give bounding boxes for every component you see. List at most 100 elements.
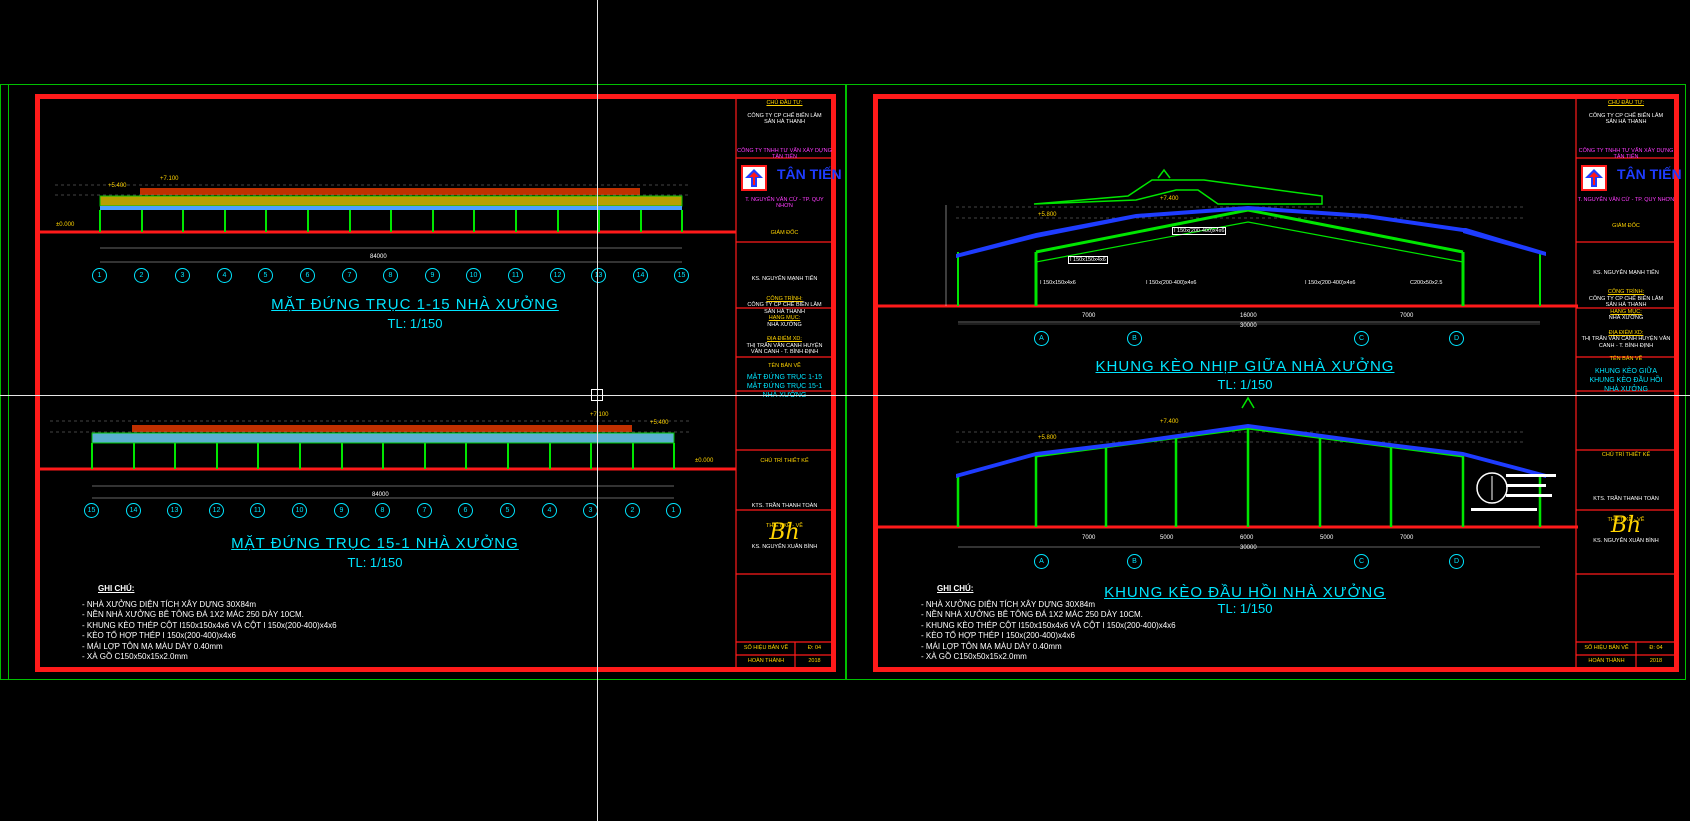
axis-bubble: 7 xyxy=(342,268,357,283)
note-line: - MÁI LỢP TÔN MẠ MÀU DÀY 0.40mm xyxy=(82,641,223,651)
axis-bubble: 1 xyxy=(92,268,107,283)
note-line: - KÈO TỔ HỢP THÉP I 150x(200-400)x4x6 xyxy=(82,631,236,640)
sheet-no: Đ: 04 xyxy=(807,645,822,651)
elevation-bottom-title: MẶT ĐỨNG TRỤC 15-1 NHÀ XƯỞNG xyxy=(231,535,519,552)
company-name-line2: TÂN TIẾN xyxy=(772,154,797,160)
axis-bubble: 2 xyxy=(625,503,640,518)
item-label: HẠNG MỤC: xyxy=(768,315,801,321)
frame-bottom-title: KHUNG KÈO ĐẦU HỒI NHÀ XƯỞNG xyxy=(1104,584,1386,601)
level-mark: ±0.000 xyxy=(695,458,714,464)
crosshair-vertical[interactable] xyxy=(597,0,598,821)
item-name: NHÀ XƯỞNG xyxy=(1608,315,1644,321)
designer-name: KS. NGUYỄN XUÂN BÌNH xyxy=(1593,537,1659,544)
lead-label: CHỦ TRÌ THIẾT KẾ xyxy=(1601,451,1651,458)
design-label: THIẾT KẾ - VẼ xyxy=(766,523,803,529)
sheet-no-label: SỐ HIỆU BẢN VẼ xyxy=(743,645,789,651)
elevation-top-total-dim: 84000 xyxy=(370,254,387,260)
axis-bubble: 1 xyxy=(666,503,681,518)
level-mark: +7.100 xyxy=(160,176,179,182)
owner-label: CHỦ ĐẦU TƯ: xyxy=(1607,100,1645,106)
axis-bubble: 12 xyxy=(550,268,565,283)
member-label: I 150x(200-400)x4x6 xyxy=(1146,280,1197,286)
north-arrow xyxy=(1471,472,1556,511)
axis-bubble: 13 xyxy=(591,268,606,283)
level-mark: +5.800 xyxy=(1038,212,1057,218)
level-mark: +7.100 xyxy=(590,412,609,418)
notes-block: GHI CHÚ: - NHÀ XƯỞNG DIỆN TÍCH XÂY DỰNG … xyxy=(82,584,337,663)
axis-bubble: 11 xyxy=(508,268,523,283)
crosshair-horizontal[interactable] xyxy=(0,395,1690,396)
design-label: THIẾT KẾ - VẼ xyxy=(1607,516,1645,523)
axis-bubble: B xyxy=(1127,331,1142,346)
axis-bubble: 10 xyxy=(466,268,481,283)
location: THỊ TRẤN VÂN CANH HUYỆN VÂN CANH - T. BÌ… xyxy=(1581,336,1671,349)
frame-top-axes: A B C D xyxy=(1034,331,1634,347)
member-label: I 150x(200-400)x4x6 xyxy=(1305,280,1356,286)
axis-bubble: 5 xyxy=(500,503,515,518)
note-line: - KÈO TỔ HỢP THÉP I 150x(200-400)x4x6 xyxy=(921,631,1075,640)
owner-name: CÔNG TY CP CHẾ BIẾN LÂM SẢN HÀ THANH xyxy=(747,112,822,126)
member-label: I 150x150x4x6 xyxy=(1068,256,1108,264)
dim-text: 7000 xyxy=(1082,535,1096,541)
company-name-line2: TÂN TIẾN xyxy=(1613,154,1639,160)
axis-bubble: 6 xyxy=(458,503,473,518)
axis-bubble: 8 xyxy=(383,268,398,283)
dim-total: 30000 xyxy=(1240,323,1257,329)
axis-bubble: 8 xyxy=(375,503,390,518)
item-label: HẠNG MỤC: xyxy=(1610,308,1642,315)
frame-bottom-scale: TL: 1/150 xyxy=(1217,601,1273,616)
title-block-frame-1 xyxy=(735,95,834,669)
location-label: ĐỊA ĐIỂM XD: xyxy=(1608,329,1644,336)
director-name: KS. NGUYỄN MẠNH TIẾN xyxy=(1593,269,1659,276)
axis-bubble: 14 xyxy=(633,268,648,283)
axis-bubble: 3 xyxy=(583,503,598,518)
note-line: - XÀ GỒ C150x50x15x2.0mm xyxy=(82,652,188,661)
designer-signature: Bh xyxy=(1610,513,1642,538)
frame-top-title: KHUNG KÈO NHỊP GIỮA NHÀ XƯỞNG xyxy=(1095,358,1395,375)
axis-bubble: 4 xyxy=(542,503,557,518)
note-line: - XÀ GỒ C150x50x15x2.0mm xyxy=(921,652,1027,661)
note-line: - MÁI LỢP TÔN MẠ MÀU DÀY 0.40mm xyxy=(921,641,1062,651)
company-address: T. NGUYỄN VĂN CỪ - TP. QUY NHƠN xyxy=(1577,196,1675,203)
level-mark: +5.400 xyxy=(108,183,127,189)
axis-bubble: B xyxy=(1127,554,1142,569)
axis-bubble: 7 xyxy=(417,503,432,518)
axis-bubble: A xyxy=(1034,331,1049,346)
company-logo-icon xyxy=(1581,164,1607,191)
project-name: CÔNG TY CP CHẾ BIẾN LÂM SẢN HÀ THANH xyxy=(747,302,822,315)
title-block-2: CHỦ ĐẦU TƯ: CÔNG TY CP CHẾ BIẾN LÂM SẢN … xyxy=(1577,98,1682,544)
notes-heading: GHI CHÚ: xyxy=(937,584,974,593)
axis-bubble: 9 xyxy=(425,268,440,283)
member-label: C200x50x2.5 xyxy=(1410,280,1443,286)
designer-name: KS. NGUYỄN XUÂN BÌNH xyxy=(751,544,818,550)
owner-name: CÔNG TY CP CHẾ BIẾN LÂM SẢN HÀ THANH xyxy=(1588,112,1664,126)
location-label: ĐỊA ĐIỂM XD: xyxy=(767,336,802,342)
axis-bubble: 5 xyxy=(258,268,273,283)
frame-bottom-drawing xyxy=(878,396,1578,548)
member-label: I 150x150x4x6 xyxy=(1040,280,1076,286)
axis-bubble: D xyxy=(1449,554,1464,569)
finish-year: 2018 xyxy=(1649,658,1663,664)
title-block-1: CHỦ ĐẦU TƯ: CÔNG TY CP CHẾ BIẾN LÂM SẢN … xyxy=(737,98,841,551)
director-label: GIÁM ĐỐC xyxy=(1612,223,1640,229)
level-mark: +5.800 xyxy=(1038,435,1057,441)
company-address: T. NGUYỄN VĂN CỪ - TP. QUY NHƠN xyxy=(745,196,824,210)
dim-text: 5000 xyxy=(1320,535,1334,541)
axis-bubble: D xyxy=(1449,331,1464,346)
lead-label: CHỦ TRÌ THIẾT KẾ xyxy=(760,458,809,464)
company-name-line1: CÔNG TY TNHH TƯ VẤN XÂY DỰNG xyxy=(737,147,832,154)
axis-bubble: 15 xyxy=(674,268,689,283)
project-label: CÔNG TRÌNH: xyxy=(766,295,803,302)
axis-bubble: 6 xyxy=(300,268,315,283)
axis-bubble: 13 xyxy=(167,503,182,518)
elevation-bottom-drawing xyxy=(40,420,736,499)
sheet2-drawing xyxy=(878,95,1677,669)
project-name: CÔNG TY CP CHẾ BIẾN LÂM SẢN HÀ THANH xyxy=(1588,295,1664,309)
dim-text: 5000 xyxy=(1160,535,1174,541)
axis-bubble: 3 xyxy=(175,268,190,283)
company-logo-text: TÂN TIẾN xyxy=(1617,165,1682,182)
crosshair-pickbox[interactable] xyxy=(591,389,603,401)
note-line: - NỀN NHÀ XƯỞNG BÊ TÔNG ĐÁ 1X2 MÁC 250 D… xyxy=(82,610,304,619)
location: THỊ TRẤN VÂN CANH HUYỆN VÂN CANH - T. BÌ… xyxy=(746,342,823,356)
finish-label: HOÀN THÀNH xyxy=(1588,658,1625,664)
